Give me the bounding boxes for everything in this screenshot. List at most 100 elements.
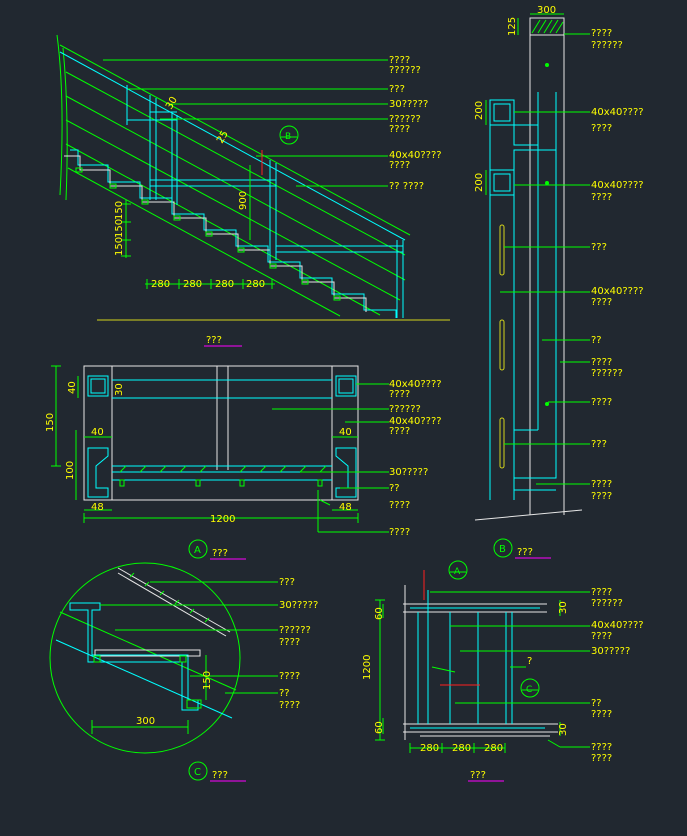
detail-c-view: ??? 30????? ?????? ???? ???? ?? ???? 300… xyxy=(49,562,318,782)
s-dim-30-a: 30 xyxy=(558,601,569,614)
stair-elevation-view: ???? ?????? ??? 30????? ?????? ???? 40x4… xyxy=(56,34,450,347)
plan-dim-100: 100 xyxy=(65,461,76,480)
s-label-1a: ???? xyxy=(591,587,612,598)
side-section-view: ???? ?????? 40x40???? ???? 30????? ? ?? … xyxy=(362,560,644,782)
s-dim-280-a: 280 xyxy=(420,743,439,754)
s-label-5a: ?? xyxy=(591,698,602,709)
elev-dim-280-c: 280 xyxy=(215,279,234,290)
section-a-view: 40x40???? ???? ?????? 40x40???? ???? 30?… xyxy=(45,365,442,560)
elev-label-4a: ?????? xyxy=(389,114,421,125)
s-dim-280-b: 280 xyxy=(452,743,471,754)
plan-dim-40-b: 40 xyxy=(91,427,104,438)
b-label-10a: ???? xyxy=(591,479,612,490)
c-label-3a: ?????? xyxy=(279,625,311,636)
plan-label-4: 30????? xyxy=(389,467,428,478)
s-label-5b: ???? xyxy=(591,709,612,720)
plan-label-3a: 40x40???? xyxy=(389,416,442,427)
plan-dim-40-c: 40 xyxy=(339,427,352,438)
s-label-2b: ???? xyxy=(591,631,612,642)
b-label-6: ?? xyxy=(591,335,602,346)
elev-label-6: ?? ???? xyxy=(389,181,424,192)
b-label-1a: ???? xyxy=(591,28,612,39)
b-label-10b: ???? xyxy=(591,491,612,502)
elev-label-5b: ???? xyxy=(389,160,410,171)
elev-dim-150-b: 150 xyxy=(114,219,125,238)
plan-dim-48-a: 48 xyxy=(91,502,104,513)
c-marker: C xyxy=(194,767,201,778)
s-label-3: 30????? xyxy=(591,646,630,657)
plan-dim-40-a: 40 xyxy=(67,381,78,394)
elev-label-4b: ???? xyxy=(389,124,410,135)
plan-title: ??? xyxy=(212,548,228,559)
elev-label-2: ??? xyxy=(389,84,405,95)
s-label-2a: 40x40???? xyxy=(591,620,644,631)
elev-marker-b: B xyxy=(285,132,291,142)
s-title: ??? xyxy=(470,770,486,781)
b-dim-125: 125 xyxy=(507,17,518,36)
c-label-1: ??? xyxy=(279,577,295,588)
s-marker-a: A xyxy=(454,567,461,577)
plan-label-7: ???? xyxy=(389,527,410,538)
b-label-1b: ?????? xyxy=(591,40,623,51)
c-label-5b: ???? xyxy=(279,700,300,711)
b-dim-200-a: 200 xyxy=(474,101,485,120)
b-dim-300: 300 xyxy=(537,5,556,16)
b-label-3a: 40x40???? xyxy=(591,180,644,191)
c-label-2: 30????? xyxy=(279,600,318,611)
elev-label-3: 30????? xyxy=(389,99,428,110)
elev-label-5a: 40x40???? xyxy=(389,150,442,161)
plan-dim-30: 30 xyxy=(114,383,125,396)
elev-dim-150-c: 150 xyxy=(114,237,125,256)
b-label-8: ???? xyxy=(591,397,612,408)
b-label-3b: ???? xyxy=(591,192,612,203)
s-marker-c: C xyxy=(526,685,532,695)
b-label-5a: 40x40???? xyxy=(591,286,644,297)
s-label-4: ? xyxy=(527,656,532,667)
plan-label-3b: ???? xyxy=(389,426,410,437)
plan-marker-a: A xyxy=(194,545,201,556)
c-label-5a: ?? xyxy=(279,688,290,699)
plan-dim-150: 150 xyxy=(45,413,56,432)
s-label-6b: ???? xyxy=(591,753,612,764)
b-marker: B xyxy=(499,544,506,555)
b-label-7b: ?????? xyxy=(591,368,623,379)
plan-label-6: ???? xyxy=(389,500,410,511)
plan-label-2: ?????? xyxy=(389,404,421,415)
b-label-5b: ???? xyxy=(591,297,612,308)
elev-dim-280-d: 280 xyxy=(246,279,265,290)
s-dim-60-b: 60 xyxy=(374,721,385,734)
b-dim-200-b: 200 xyxy=(474,173,485,192)
c-label-3b: ???? xyxy=(279,637,300,648)
b-label-2a: 40x40???? xyxy=(591,107,644,118)
c-label-4: ???? xyxy=(279,671,300,682)
b-label-2b: ???? xyxy=(591,123,612,134)
c-dim-150: 150 xyxy=(202,671,213,690)
s-label-1b: ?????? xyxy=(591,598,623,609)
elev-dim-25: 25 xyxy=(215,129,231,146)
b-label-7a: ???? xyxy=(591,357,612,368)
plan-label-5: ?? xyxy=(389,483,400,494)
b-title: ??? xyxy=(517,547,533,558)
plan-dim-48-b: 48 xyxy=(339,502,352,513)
detail-b-view: 300 125 200 200 ???? ?????? 40x40???? ??… xyxy=(474,5,644,559)
c-dim-300: 300 xyxy=(136,716,155,727)
s-dim-30-b: 30 xyxy=(558,723,569,736)
b-label-4: ??? xyxy=(591,242,607,253)
plan-dim-1200: 1200 xyxy=(210,514,235,525)
elev-dim-150-a: 150 xyxy=(114,201,125,220)
s-dim-60-a: 60 xyxy=(374,607,385,620)
s-dim-280-c: 280 xyxy=(484,743,503,754)
elev-dim-280-b: 280 xyxy=(183,279,202,290)
s-label-6a: ???? xyxy=(591,742,612,753)
plan-label-1a: 40x40???? xyxy=(389,379,442,390)
s-dim-1200: 1200 xyxy=(362,655,373,680)
elev-title: ??? xyxy=(206,335,222,346)
elev-label-1b: ?????? xyxy=(389,65,421,76)
elev-dim-280-a: 280 xyxy=(151,279,170,290)
b-label-9: ??? xyxy=(591,439,607,450)
elev-label-1a: ???? xyxy=(389,55,410,66)
elev-dim-900: 900 xyxy=(238,191,249,210)
plan-label-1b: ???? xyxy=(389,389,410,400)
c-title: ??? xyxy=(212,770,228,781)
